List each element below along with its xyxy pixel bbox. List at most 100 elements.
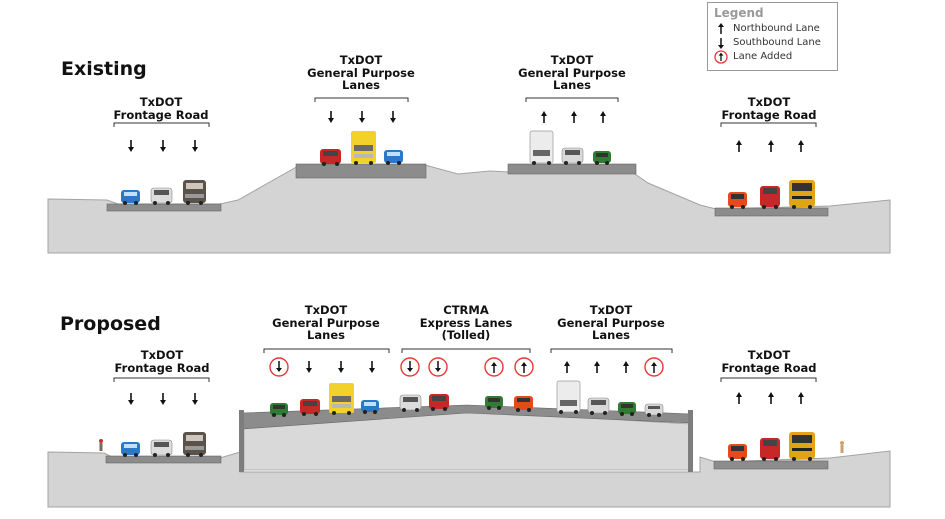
south-arrow-icon <box>160 140 166 152</box>
north-arrow-icon <box>798 392 804 404</box>
existing-vehicles <box>121 130 815 209</box>
pickup-truck-icon <box>183 432 206 457</box>
south-arrow-icon <box>359 111 365 123</box>
north-arrow-icon <box>798 140 804 152</box>
legend-row-southbound: Southbound Lane <box>714 36 831 50</box>
pedestrian-icon <box>99 439 103 451</box>
car-icon <box>121 190 140 205</box>
bracket-proposed-frontage-right <box>720 377 817 382</box>
bracket-proposed-gp-right <box>550 348 673 353</box>
south-arrow-icon <box>306 361 312 373</box>
bracket-existing-gp-right <box>525 97 619 102</box>
north-arrow-icon <box>736 392 742 404</box>
south-arrow-icon <box>160 393 166 405</box>
car-icon <box>644 403 664 417</box>
north-arrow-icon <box>714 22 728 36</box>
direction-arrows <box>128 111 804 405</box>
south-arrow-icon <box>128 140 134 152</box>
existing-road-decks <box>106 163 829 217</box>
proposed-vehicles <box>99 380 844 461</box>
car-icon <box>361 400 379 414</box>
north-arrow-icon <box>623 361 629 373</box>
south-arrow-icon <box>192 140 198 152</box>
lane-added-circle-icon <box>484 357 504 377</box>
car-icon <box>561 147 584 165</box>
car-icon <box>270 403 288 417</box>
car-icon <box>587 397 610 415</box>
existing-gp-left-deck <box>295 163 427 179</box>
car-icon <box>300 399 320 416</box>
proposed-frontage-left-deck <box>105 455 222 464</box>
car-icon <box>429 394 449 411</box>
existing-frontage-left-deck <box>106 203 222 212</box>
proposed-frontage-right-deck <box>713 460 829 470</box>
box-truck-icon <box>529 130 554 165</box>
lane-added-circle-icon <box>514 357 534 377</box>
car-icon <box>618 402 636 416</box>
school-bus-icon <box>789 180 815 209</box>
car-icon <box>320 149 341 166</box>
north-arrow-icon <box>736 140 742 152</box>
north-arrow-icon <box>564 361 570 373</box>
box-truck-icon <box>556 380 581 414</box>
legend-box: Legend Northbound Lane Southbound Lane L… <box>707 2 838 71</box>
north-arrow-icon <box>600 111 606 123</box>
north-arrow-icon <box>768 392 774 404</box>
legend-row-lane-added: Lane Added <box>714 50 831 64</box>
lane-added-circle-icon <box>644 357 664 377</box>
north-arrow-icon <box>768 140 774 152</box>
car-icon <box>760 186 780 209</box>
south-arrow-icon <box>128 393 134 405</box>
lane-added-circle-icon <box>400 357 420 377</box>
north-arrow-icon <box>541 111 547 123</box>
existing-title: Existing <box>61 58 147 80</box>
bracket-proposed-frontage-left <box>113 377 210 382</box>
car-icon <box>593 151 611 165</box>
south-arrow-icon <box>192 393 198 405</box>
existing-frontage-right-deck <box>714 207 829 217</box>
car-icon <box>514 396 533 412</box>
legend-title: Legend <box>714 6 764 20</box>
car-icon <box>485 396 503 410</box>
box-truck-icon <box>329 383 354 415</box>
legend-row-northbound: Northbound Lane <box>714 22 831 36</box>
proposed-frontage-decks <box>105 455 829 470</box>
bracket-existing-gp-left <box>314 97 409 102</box>
car-icon <box>121 442 140 457</box>
proposed-retaining-wall-left <box>239 410 244 472</box>
car-icon <box>150 439 173 457</box>
proposed-title: Proposed <box>60 313 161 335</box>
lane-added-circle-icon <box>428 357 448 377</box>
bracket-existing-frontage-left <box>113 122 210 127</box>
label-brackets <box>113 97 817 382</box>
car-icon <box>760 438 780 461</box>
lane-added-markers <box>269 357 664 377</box>
car-icon <box>728 444 747 461</box>
proposed-retaining-wall-right <box>688 410 693 472</box>
bracket-proposed-gp-left <box>263 348 390 353</box>
existing-gp-right-deck <box>507 163 637 175</box>
car-icon <box>728 192 747 209</box>
school-bus-icon <box>789 432 815 461</box>
bracket-proposed-express <box>401 348 531 353</box>
north-arrow-icon <box>571 111 577 123</box>
car-icon <box>384 150 403 165</box>
car-icon <box>150 187 173 205</box>
north-arrow-icon <box>594 361 600 373</box>
box-truck-icon <box>351 131 376 165</box>
south-arrow-icon <box>390 111 396 123</box>
lane-added-circle-icon <box>269 357 289 377</box>
south-arrow-icon <box>328 111 334 123</box>
car-icon <box>399 394 422 412</box>
lane-added-circle-icon <box>714 50 728 64</box>
pickup-truck-icon <box>183 180 206 205</box>
